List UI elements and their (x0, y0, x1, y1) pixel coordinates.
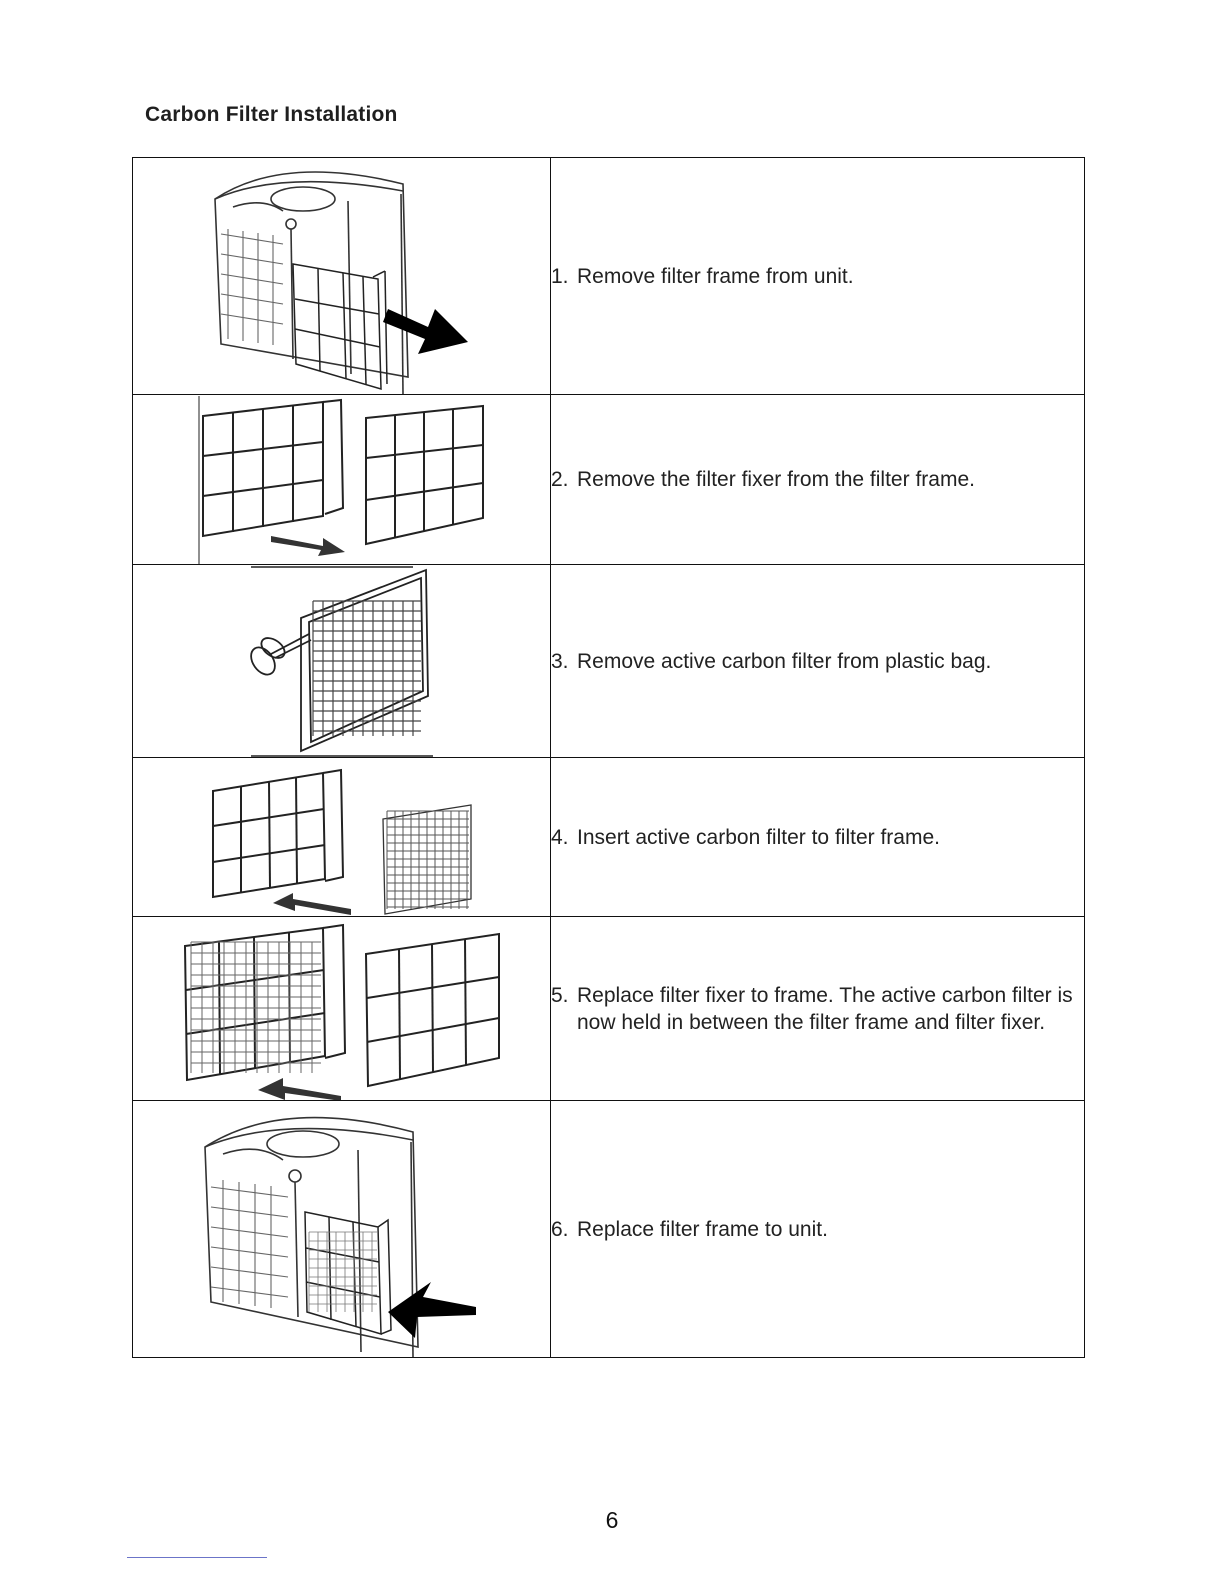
step-2-text-cell: 2. Remove the filter fixer from the filt… (550, 394, 1085, 565)
step-1-illustration (132, 157, 551, 395)
step-1-text-cell: 1. Remove filter frame from unit. (550, 157, 1085, 395)
step-row-3: 3. Remove active carbon filter from plas… (132, 564, 1085, 758)
step-4-number: 4. (551, 825, 569, 849)
step-4-text: Insert active carbon filter to filter fr… (577, 825, 940, 849)
step-2-text: Remove the filter fixer from the filter … (577, 468, 975, 491)
step-5-text: Replace filter fixer to frame. The activ… (577, 983, 1073, 1034)
step-3-illustration (132, 564, 551, 758)
step-6-number: 6. (551, 1217, 569, 1241)
step-row-5: 5. Replace filter fixer to frame. The ac… (132, 916, 1085, 1101)
step-row-6: 6. Replace filter frame to unit. (132, 1100, 1085, 1358)
step-5-illustration (132, 916, 551, 1101)
step-3-text-cell: 3. Remove active carbon filter from plas… (550, 564, 1085, 758)
step-6-text: Replace filter frame to unit. (577, 1217, 828, 1241)
step-2-illustration (132, 394, 551, 565)
step-row-1: 1. Remove filter frame from unit. (132, 157, 1085, 395)
step-4-text-cell: 4. Insert active carbon filter to filter… (550, 757, 1085, 917)
step-4-illustration (132, 757, 551, 917)
step-1-text: Remove filter frame from unit. (577, 264, 854, 288)
step-row-2: 2. Remove the filter fixer from the filt… (132, 394, 1085, 565)
step-5-text-cell: 5. Replace filter fixer to frame. The ac… (550, 916, 1085, 1101)
unit-remove-frame-icon (214, 170, 468, 394)
frame-and-fixer-icon (198, 395, 484, 564)
step-row-4: 4. Insert active carbon filter to filter… (132, 757, 1085, 917)
step-1-number: 1. (551, 264, 569, 288)
step-3-text: Remove active carbon filter from plastic… (577, 649, 992, 673)
steps-table: 1. Remove filter frame from unit. (132, 157, 1085, 1358)
scissors-bag-icon (250, 565, 433, 757)
step-3-number: 3. (551, 649, 569, 673)
step-5-number: 5. (551, 983, 569, 1007)
page-number: 6 (605, 1507, 619, 1533)
step-6-text-cell: 6. Replace filter frame to unit. (550, 1100, 1085, 1358)
step-2-number: 2. (551, 468, 569, 491)
insert-carbon-icon (212, 768, 472, 915)
footer-rule (127, 1557, 267, 1558)
page-title: Carbon Filter Installation (145, 103, 398, 126)
unit-replace-frame-icon (204, 1116, 476, 1357)
step-6-illustration (132, 1100, 551, 1358)
replace-fixer-icon (183, 923, 500, 1100)
